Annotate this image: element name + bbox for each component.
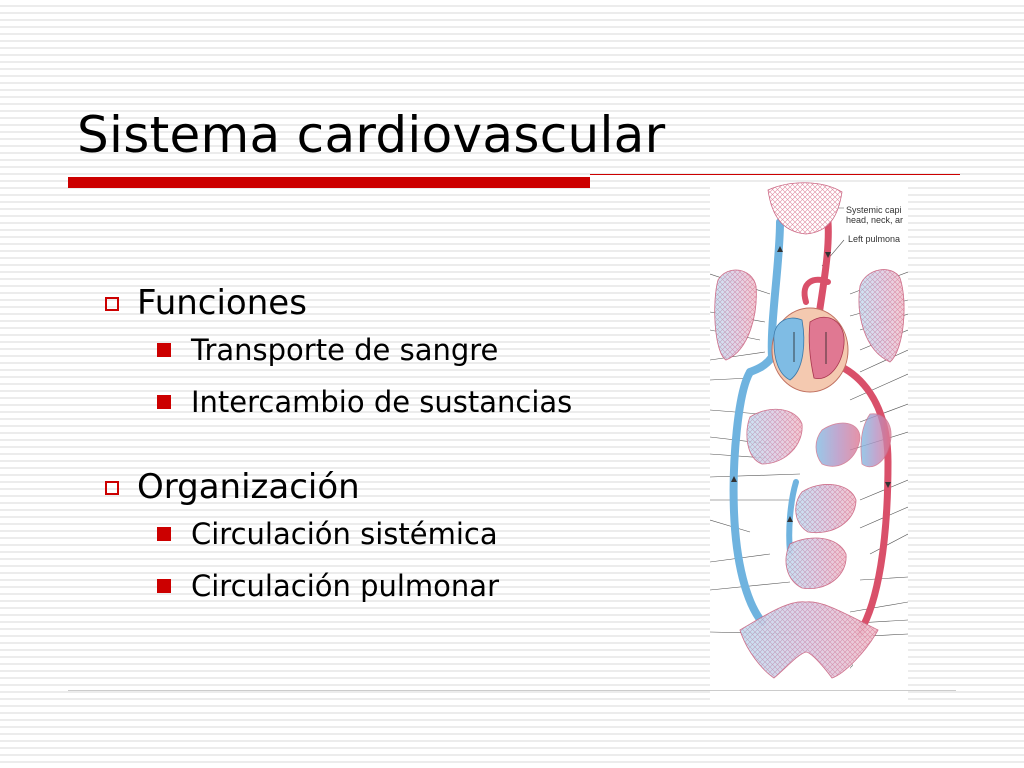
capillary-beds	[714, 182, 905, 679]
figure-label: Systemic capi	[846, 205, 902, 215]
bullet-level1: Funciones	[105, 282, 705, 324]
artist-signature: ~	[847, 662, 857, 671]
filled-square-bullet-icon	[157, 395, 171, 409]
bullet-level2-label: Transporte de sangre	[191, 333, 499, 367]
hollow-square-bullet-icon	[105, 297, 119, 311]
bullet-level2-label: Circulación pulmonar	[191, 569, 499, 603]
bullet-level1-label: Funciones	[137, 283, 307, 323]
circulatory-system-illustration: Systemic capi head, neck, ar Left pulmon…	[710, 182, 908, 700]
hollow-square-bullet-icon	[105, 481, 119, 495]
filled-square-bullet-icon	[157, 579, 171, 593]
bullet-list: Funciones Transporte de sangre Intercamb…	[105, 282, 705, 650]
bullet-level1-label: Organización	[137, 467, 360, 507]
filled-square-bullet-icon	[157, 343, 171, 357]
bullet-level2-label: Circulación sistémica	[191, 517, 498, 551]
bullet-level2: Circulación pulmonar	[157, 560, 705, 612]
footer-rule	[68, 690, 956, 691]
slide-title: Sistema cardiovascular	[77, 106, 666, 164]
bullet-level2: Intercambio de sustancias	[157, 376, 705, 428]
title-rule-extension	[590, 174, 960, 175]
figure-label: Left pulmona	[848, 234, 900, 244]
heart-illustration	[771, 307, 849, 393]
bullet-group-organizacion: Organización Circulación sistémica Circu…	[105, 466, 705, 612]
title-underline	[68, 177, 590, 188]
flow-arrow-icon	[731, 246, 891, 522]
filled-square-bullet-icon	[157, 527, 171, 541]
bullet-level1: Organización	[105, 466, 705, 508]
figure-label: head, neck, ar	[846, 215, 903, 225]
circulatory-diagram: Systemic capi head, neck, ar Left pulmon…	[710, 182, 908, 679]
bullet-level2: Circulación sistémica	[157, 508, 705, 560]
bullet-group-funciones: Funciones Transporte de sangre Intercamb…	[105, 282, 705, 428]
bullet-level2-label: Intercambio de sustancias	[191, 385, 573, 419]
bullet-level2: Transporte de sangre	[157, 324, 705, 376]
